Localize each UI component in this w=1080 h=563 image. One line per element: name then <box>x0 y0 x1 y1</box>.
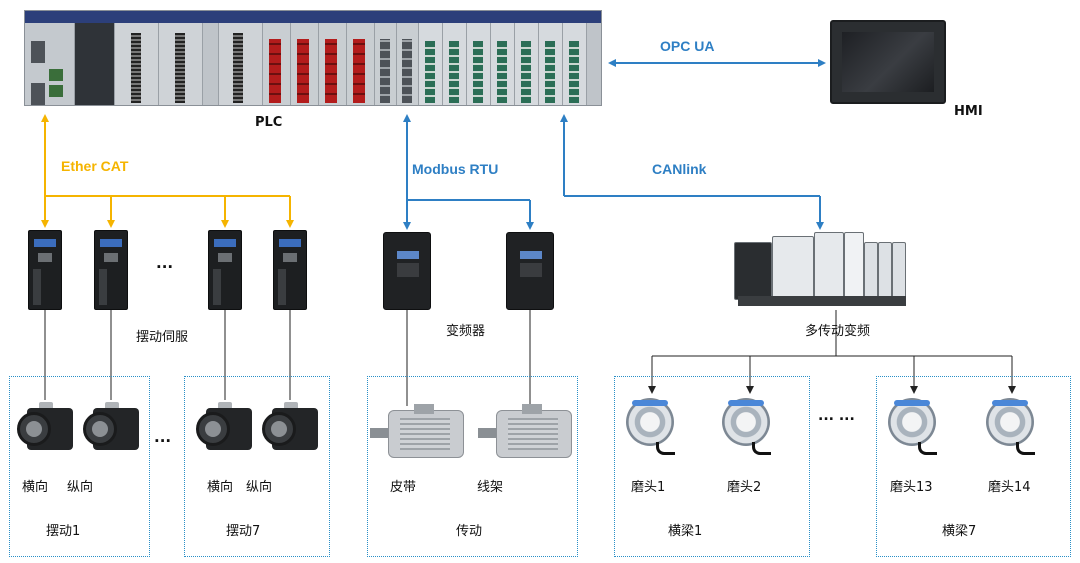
beam7-title: 横梁7 <box>942 524 977 539</box>
beam7-motor1-label: 磨头13 <box>890 480 933 495</box>
group-beam1 <box>614 376 810 557</box>
plc-rack <box>24 10 602 106</box>
drive-title: 传动 <box>456 524 483 539</box>
plc-cpu-module <box>25 23 75 105</box>
plc-io-module <box>115 23 159 105</box>
beam7-motor2-label: 磨头14 <box>988 480 1031 495</box>
motor-ellipsis: ... <box>154 428 172 446</box>
plc-io-module <box>443 23 467 105</box>
beam-ellipsis: ... ... <box>818 408 855 424</box>
servo-motor <box>262 402 318 452</box>
motor-wires <box>44 308 531 406</box>
servo-motor <box>17 402 73 452</box>
plc-io-module <box>159 23 203 105</box>
swing7-motor1-label: 横向 <box>207 480 234 495</box>
canlink-label: CANlink <box>652 161 707 177</box>
plc-io-module <box>515 23 539 105</box>
vfd-group-label: 变频器 <box>446 324 486 339</box>
plc-io-module <box>539 23 563 105</box>
servo-motor <box>83 402 139 452</box>
vfd-unit <box>506 232 554 310</box>
plc-io-module <box>375 23 397 105</box>
beam1-motor1-label: 磨头1 <box>631 480 666 495</box>
swing1-motor2-label: 纵向 <box>67 480 94 495</box>
canlink-bus <box>560 114 824 230</box>
servo-motor <box>196 402 252 452</box>
servo-drive <box>208 230 242 310</box>
beam1-motor2-label: 磨头2 <box>727 480 762 495</box>
plc-output-module <box>319 23 347 105</box>
plc-power-module <box>75 23 115 105</box>
servo-drive <box>94 230 128 310</box>
servo-group-label: 摆动伺服 <box>136 330 189 345</box>
multi-drive-distribution <box>648 310 1016 394</box>
multi-drive-label: 多传动变频 <box>805 324 871 339</box>
ac-motor <box>478 404 574 460</box>
swing7-motor2-label: 纵向 <box>246 480 273 495</box>
modbus-bus <box>403 114 534 230</box>
hmi-screen <box>842 32 934 92</box>
ethercat-label: Ether CAT <box>61 158 129 174</box>
group-swing7 <box>184 376 330 557</box>
group-drive <box>367 376 578 557</box>
group-swing1 <box>9 376 150 557</box>
swing1-title: 摆动1 <box>46 524 81 539</box>
plc-io-module <box>397 23 419 105</box>
ac-motor <box>370 404 466 460</box>
plc-end-cap <box>587 23 601 105</box>
plc-io-module <box>219 23 263 105</box>
plc-io-module <box>419 23 443 105</box>
servo-drive <box>28 230 62 310</box>
hmi-panel <box>830 20 946 104</box>
plc-io-module <box>467 23 491 105</box>
grinding-head-motor <box>626 398 678 455</box>
swing1-motor1-label: 横向 <box>22 480 49 495</box>
plc-rail <box>25 11 601 23</box>
servo-ellipsis: ... <box>156 254 174 272</box>
drive-motor1-label: 皮带 <box>390 480 417 495</box>
grinding-head-motor <box>888 398 940 455</box>
group-beam7 <box>876 376 1071 557</box>
plc-io-module <box>491 23 515 105</box>
grinding-head-motor <box>986 398 1038 455</box>
hmi-label: HMI <box>954 104 983 119</box>
grinding-head-motor <box>722 398 774 455</box>
vfd-unit <box>383 232 431 310</box>
ethercat-bus <box>41 114 294 228</box>
modbus-label: Modbus RTU <box>412 161 499 177</box>
opcua-label: OPC UA <box>660 38 715 54</box>
plc-io-module <box>563 23 587 105</box>
drive-motor2-label: 线架 <box>477 480 504 495</box>
plc-output-module <box>291 23 319 105</box>
plc-label: PLC <box>255 115 283 130</box>
multi-drive-inverter <box>734 228 906 308</box>
swing7-title: 摆动7 <box>226 524 261 539</box>
plc-output-module <box>347 23 375 105</box>
plc-output-module <box>263 23 291 105</box>
servo-drive <box>273 230 307 310</box>
plc-io-module <box>203 23 219 105</box>
beam1-title: 横梁1 <box>668 524 703 539</box>
